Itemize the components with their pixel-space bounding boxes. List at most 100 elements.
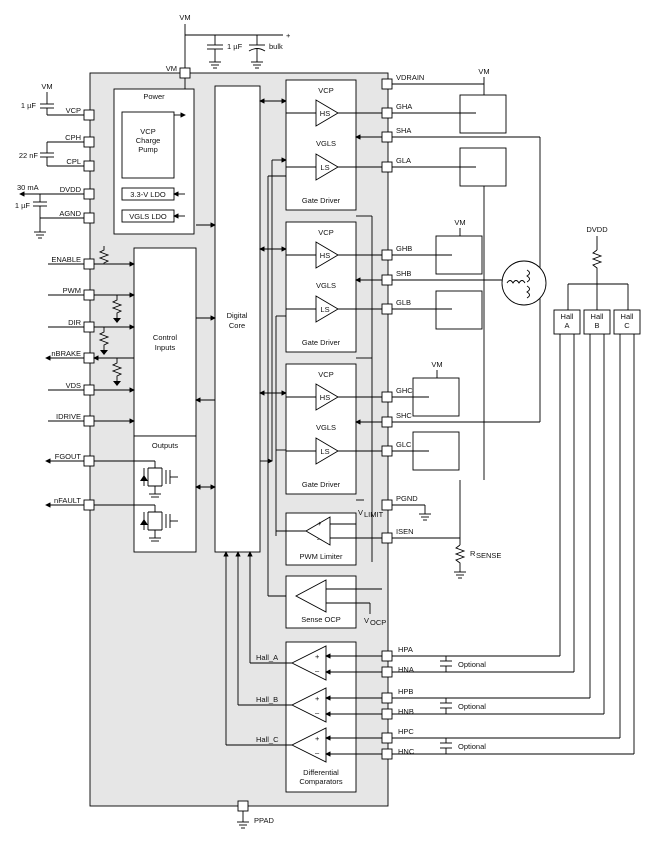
- pin-glc: [381, 445, 393, 457]
- pin-idrive-label: IDRIVE: [56, 412, 81, 421]
- cmp-title-1: Differential: [303, 768, 339, 777]
- hall-dvdd-label: DVDD: [586, 225, 608, 234]
- pin-idrive: [83, 415, 95, 427]
- optional-a: Optional: [458, 660, 486, 669]
- gdb-vcp: VCP: [318, 228, 333, 237]
- pin-nfault: [83, 499, 95, 511]
- charge-pump-line3: Pump: [138, 145, 158, 154]
- differential-comparators: + – + – + – Differential Comparators Hal…: [223, 551, 382, 793]
- cmpc-minus: –: [315, 748, 320, 757]
- pin-enable-label: ENABLE: [51, 255, 81, 264]
- vm-phase-b: VM: [454, 218, 465, 227]
- left-vm-label: VM: [41, 82, 52, 91]
- vm-phase-c: VM: [431, 360, 442, 369]
- rsense-label: R: [470, 549, 476, 558]
- pin-gha: [381, 107, 393, 119]
- charge-pump-line1: VCP: [140, 127, 155, 136]
- hall-c-label: Hall_C: [256, 735, 279, 744]
- pin-fgout: [83, 455, 95, 467]
- gdc-vgls: VGLS: [316, 423, 336, 432]
- cmpc-plus: +: [315, 734, 320, 743]
- pin-pwm-label: PWM: [63, 286, 81, 295]
- rsense-sub: SENSE: [476, 551, 501, 560]
- pin-pwm: [83, 289, 95, 301]
- pin-isen-label: ISEN: [396, 527, 414, 536]
- hall-a-sensor: [553, 309, 581, 335]
- gda-vcp: VCP: [318, 86, 333, 95]
- pin-hnc-label: HNC: [398, 747, 415, 756]
- pin-vds: [83, 384, 95, 396]
- cmpa-minus: –: [315, 666, 320, 675]
- pin-hpb: [381, 692, 393, 704]
- motor-icon: [501, 260, 547, 306]
- top-cap2-label: bulk: [269, 42, 283, 51]
- pin-gla-label: GLA: [396, 156, 411, 165]
- cmpb-plus: +: [315, 694, 320, 703]
- gda-hs: HS: [320, 109, 330, 118]
- hall-c-name-2: C: [624, 321, 630, 330]
- vm-phase-a: VM: [478, 67, 489, 76]
- pin-cpl: [83, 160, 95, 172]
- hall-b-name-2: B: [594, 321, 599, 330]
- pwm-limiter: + – PWM Limiter V LIMIT: [276, 508, 384, 566]
- top-plus-label: +: [286, 31, 291, 40]
- core-label-2: Core: [229, 321, 245, 330]
- pin-nbrake-label: nBRAKE: [51, 349, 81, 358]
- pin-ppad: [237, 800, 249, 812]
- left-cap-dvdd: 1 µF: [15, 201, 31, 210]
- pin-nfault-label: nFAULT: [54, 496, 81, 505]
- cmpb-minus: –: [315, 708, 320, 717]
- hall-b-name-1: Hall: [591, 312, 604, 321]
- hall-a-name-2: A: [564, 321, 569, 330]
- hall-a-label: Hall_A: [256, 653, 278, 662]
- pin-shc-label: SHC: [396, 411, 412, 420]
- hall-b-sensor: [583, 309, 611, 335]
- gdc-ls: LS: [320, 447, 329, 456]
- pin-vcp-label: VCP: [66, 106, 81, 115]
- ppad: PPAD: [237, 800, 274, 829]
- pin-hna: [381, 666, 393, 678]
- ppad-label: PPAD: [254, 816, 274, 825]
- pin-ghc-label: GHC: [396, 386, 413, 395]
- optional-c: Optional: [458, 742, 486, 751]
- optional-b: Optional: [458, 702, 486, 711]
- pin-dvdd: [83, 188, 95, 200]
- gate-driver-b: VCP HS VGLS LS Gate Driver: [285, 221, 382, 353]
- gate-driver-c: VCP HS VGLS LS Gate Driver: [285, 363, 382, 495]
- pin-shb: [381, 274, 393, 286]
- mosfet-ha: [459, 94, 507, 134]
- gda-title: Gate Driver: [302, 196, 341, 205]
- left-cap-cph: 22 nF: [19, 151, 39, 160]
- left-external: VM 1 µF 22 nF 30 mA 1 µF: [15, 82, 84, 508]
- charge-pump-line2: Charge: [136, 136, 161, 145]
- pin-fgout-label: FGOUT: [55, 452, 82, 461]
- pin-ghc: [381, 391, 393, 403]
- gdc-hs: HS: [320, 393, 330, 402]
- pin-pgnd: [381, 499, 393, 511]
- pin-sha-label: SHA: [396, 126, 411, 135]
- gate-driver-a: VCP HS VGLS LS Gate Driver: [285, 79, 382, 211]
- pwm-plus: +: [317, 519, 322, 528]
- cmp-title-2: Comparators: [299, 777, 343, 786]
- gdb-title: Gate Driver: [302, 338, 341, 347]
- hall-sensors: DVDD Hall A Hall B Hall C: [392, 225, 641, 755]
- sense-ocp: Sense OCP V OCP: [285, 575, 386, 629]
- pin-hnc: [381, 748, 393, 760]
- top-cap1-label: 1 µF: [227, 42, 243, 51]
- pwm-limiter-title: PWM Limiter: [300, 552, 343, 561]
- control-inputs-block: Control Inputs: [93, 246, 197, 437]
- power-block: Power VCP Charge Pump 3.3-V LDO VGLS LDO: [113, 88, 195, 235]
- gdb-ls: LS: [320, 305, 329, 314]
- optional-caps: Optional Optional Optional: [440, 656, 486, 754]
- pin-cpl-label: CPL: [66, 157, 81, 166]
- pin-pgnd-label: PGND: [396, 494, 418, 503]
- pin-vdrain-label: VDRAIN: [396, 73, 424, 82]
- ldo-3v3: 3.3-V LDO: [130, 190, 166, 199]
- gda-ls: LS: [320, 163, 329, 172]
- ldo-vgls: VGLS LDO: [129, 212, 167, 221]
- pin-enable: [83, 258, 95, 270]
- hall-a-name-1: Hall: [561, 312, 574, 321]
- vocp-label: V: [364, 616, 369, 625]
- pin-hnb-label: HNB: [398, 707, 414, 716]
- pin-isen: [381, 532, 393, 544]
